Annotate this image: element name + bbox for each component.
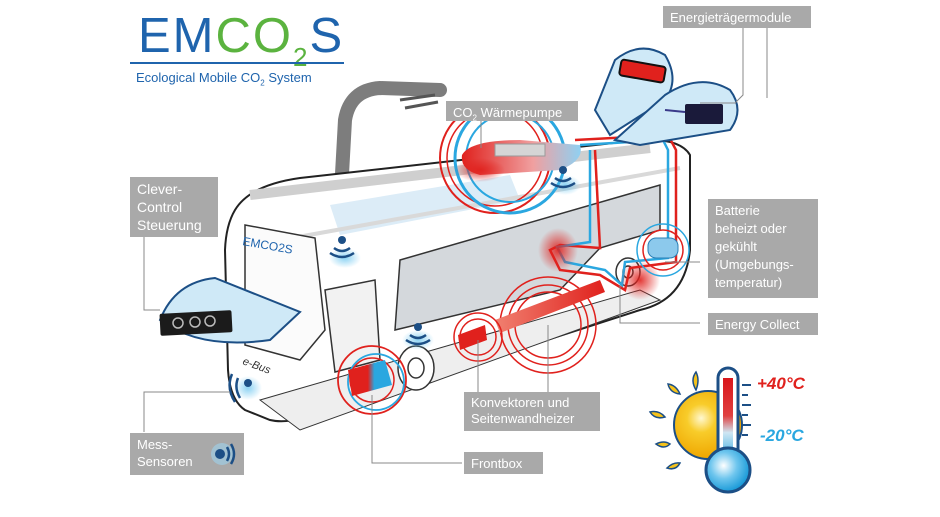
leader-lines (143, 24, 768, 464)
label-line: Clever- (137, 181, 183, 197)
label-line: Mess- (137, 437, 173, 452)
label-energy-collect: Energy Collect (708, 313, 818, 335)
label-energietraegermodule: Energieträgermodule (663, 6, 811, 28)
logo-underline (130, 62, 344, 64)
sensor-icon (402, 323, 434, 350)
label-line: (Umgebungs- (715, 257, 794, 272)
label-batterie: Batterie beheizt oder gekühlt (Umgebungs… (708, 199, 818, 298)
thermometer-icon (704, 366, 752, 494)
sensor-icon (228, 373, 262, 403)
tagline-subscript: 2 (260, 78, 265, 88)
energy-module-callout-dark (612, 81, 739, 147)
label-part: Wärmepumpe (476, 105, 563, 120)
temp-max: +40°C (757, 374, 805, 393)
heat-glow (620, 260, 660, 300)
emco2s-logo: EMCO2S (138, 8, 345, 72)
temp-min: -20°C (760, 426, 804, 445)
energy-module-callout-red (593, 47, 674, 137)
label-line: Sensoren (137, 454, 193, 469)
logo-s: S (309, 9, 345, 63)
side-wall-heater (495, 276, 605, 374)
label-line: gekühlt (715, 239, 757, 254)
logo-co: CO (215, 9, 293, 63)
sensor-icon (329, 236, 361, 268)
label-co2-waermepumpe: CO2 Wärmepumpe (446, 101, 578, 123)
label-line: temperatur) (715, 275, 783, 290)
logo-subscript: 2 (293, 42, 310, 72)
logo-em: EM (138, 9, 216, 63)
label-line: Batterie (715, 203, 760, 218)
control-panel-callout (158, 276, 302, 344)
tagline-part: System (264, 70, 312, 85)
wheel-front (397, 345, 435, 391)
sensor-icon (211, 443, 236, 465)
label-clever-control: Clever- Control Steuerung (130, 177, 218, 237)
heat-glow (538, 228, 578, 272)
label-mess-sensoren: Mess- Sensoren (130, 433, 244, 475)
heat-pump-unit (439, 101, 581, 215)
label-subscript: 2 (472, 113, 477, 123)
label-frontbox: Frontbox (464, 452, 543, 474)
label-konvektoren: Konvektoren und Seitenwandheizer (464, 392, 600, 431)
sensor-icon (549, 166, 581, 195)
label-line: Konvektoren und (471, 395, 570, 410)
tagline-part: Ecological Mobile CO (136, 70, 261, 85)
label-line: Control (137, 199, 183, 215)
battery-unit (636, 223, 690, 277)
roof-arm (333, 80, 447, 217)
label-line: Steuerung (137, 217, 202, 233)
logo-tagline: Ecological Mobile CO2 System (136, 70, 312, 88)
label-part: CO (453, 105, 473, 120)
label-line: beheizt oder (715, 221, 787, 236)
label-line: Seitenwandheizer (471, 411, 575, 426)
